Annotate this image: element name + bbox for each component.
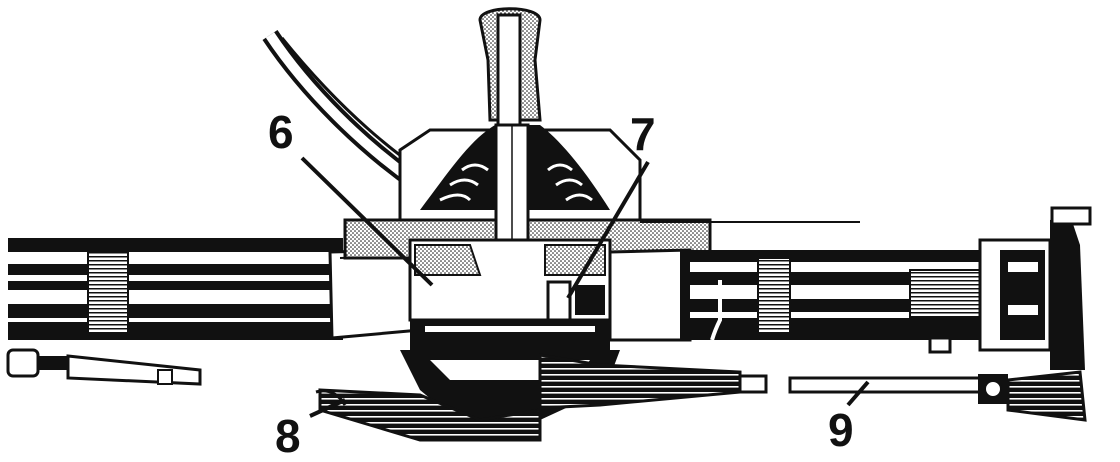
leader-8 bbox=[309, 398, 346, 418]
left-sleeve bbox=[328, 248, 422, 340]
callout-9: 9 bbox=[828, 404, 854, 456]
leader-7 bbox=[566, 160, 650, 300]
right-boot bbox=[538, 353, 768, 410]
leader-6 bbox=[300, 156, 434, 287]
inner-mechanism bbox=[408, 238, 612, 350]
leader-9 bbox=[846, 380, 870, 407]
callout-7: 7 bbox=[630, 108, 656, 160]
left-rack-tube bbox=[8, 238, 343, 340]
leader-lines bbox=[300, 156, 870, 418]
right-sleeve bbox=[608, 248, 692, 342]
left-tie-rod bbox=[6, 348, 202, 386]
right-tie-rod bbox=[788, 370, 1087, 422]
callout-6: 6 bbox=[268, 106, 294, 158]
callout-8: 8 bbox=[275, 410, 301, 462]
end-flange bbox=[909, 206, 1092, 370]
